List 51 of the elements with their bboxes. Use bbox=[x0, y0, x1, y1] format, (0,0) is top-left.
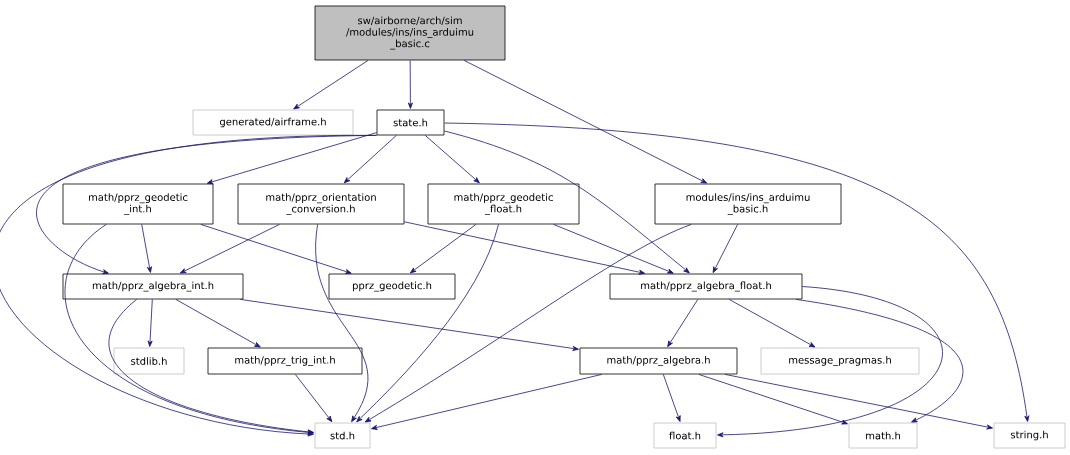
header-file-box: math/pprz_algebra_float.h bbox=[609, 273, 803, 300]
arrow bbox=[141, 224, 152, 273]
arrow bbox=[293, 60, 369, 110]
header-file-box: math/pprz_orientation _conversion.h bbox=[237, 183, 405, 225]
arrow bbox=[444, 122, 1030, 422]
header-file-box: stdlib.h bbox=[113, 347, 185, 375]
arrow bbox=[64, 224, 314, 435]
arrow bbox=[662, 374, 681, 422]
arrow bbox=[200, 224, 352, 274]
arrow bbox=[463, 60, 708, 184]
arrow bbox=[364, 224, 692, 423]
header-file-box: generated/airframe.h bbox=[192, 109, 354, 136]
arrow bbox=[206, 132, 377, 185]
arrow bbox=[179, 224, 280, 274]
arrow bbox=[424, 135, 480, 184]
arrow bbox=[724, 374, 993, 430]
arrow bbox=[356, 224, 499, 423]
arrow bbox=[795, 299, 964, 423]
arrow bbox=[667, 299, 699, 348]
header-file-box: state.h bbox=[376, 109, 445, 136]
header-file-box: math/pprz_geodetic _float.h bbox=[427, 183, 580, 225]
arrow bbox=[343, 135, 397, 184]
header-file-box: pprz_geodetic.h bbox=[328, 273, 456, 300]
header-file-box: string.h bbox=[993, 422, 1066, 449]
header-file-box: math/pprz_geodetic _int.h bbox=[62, 183, 214, 225]
header-file-box: modules/ins/ins_arduimu _basic.h bbox=[654, 183, 842, 225]
arrow bbox=[108, 299, 314, 435]
arrow bbox=[240, 299, 579, 351]
header-file-box: message_pragmas.h bbox=[760, 347, 920, 375]
arrow bbox=[728, 299, 816, 348]
arrow bbox=[315, 224, 369, 423]
arrow bbox=[175, 299, 261, 348]
header-file-box: math.h bbox=[848, 422, 918, 449]
header-file-box: math/pprz_trig_int.h bbox=[207, 347, 363, 375]
arrow bbox=[294, 374, 333, 423]
arrow bbox=[553, 224, 674, 274]
header-file-box: math/pprz_algebra.h bbox=[579, 347, 738, 375]
header-file-box: math/pprz_algebra_int.h bbox=[62, 273, 244, 300]
arrow bbox=[371, 374, 603, 430]
arrow bbox=[407, 60, 413, 109]
arrow bbox=[698, 374, 848, 425]
arrow bbox=[147, 299, 153, 347]
source-file-box: sw/airborne/arch/sim /modules/ins/ins_arduimu _basic.c bbox=[314, 5, 506, 61]
arrow bbox=[0, 135, 377, 437]
arrow bbox=[717, 286, 943, 438]
header-file-box: std.h bbox=[314, 422, 371, 449]
arrow bbox=[444, 130, 690, 274]
arrow bbox=[404, 221, 646, 275]
header-file-box: float.h bbox=[653, 422, 717, 449]
arrow bbox=[409, 224, 477, 274]
arrow bbox=[712, 224, 739, 273]
